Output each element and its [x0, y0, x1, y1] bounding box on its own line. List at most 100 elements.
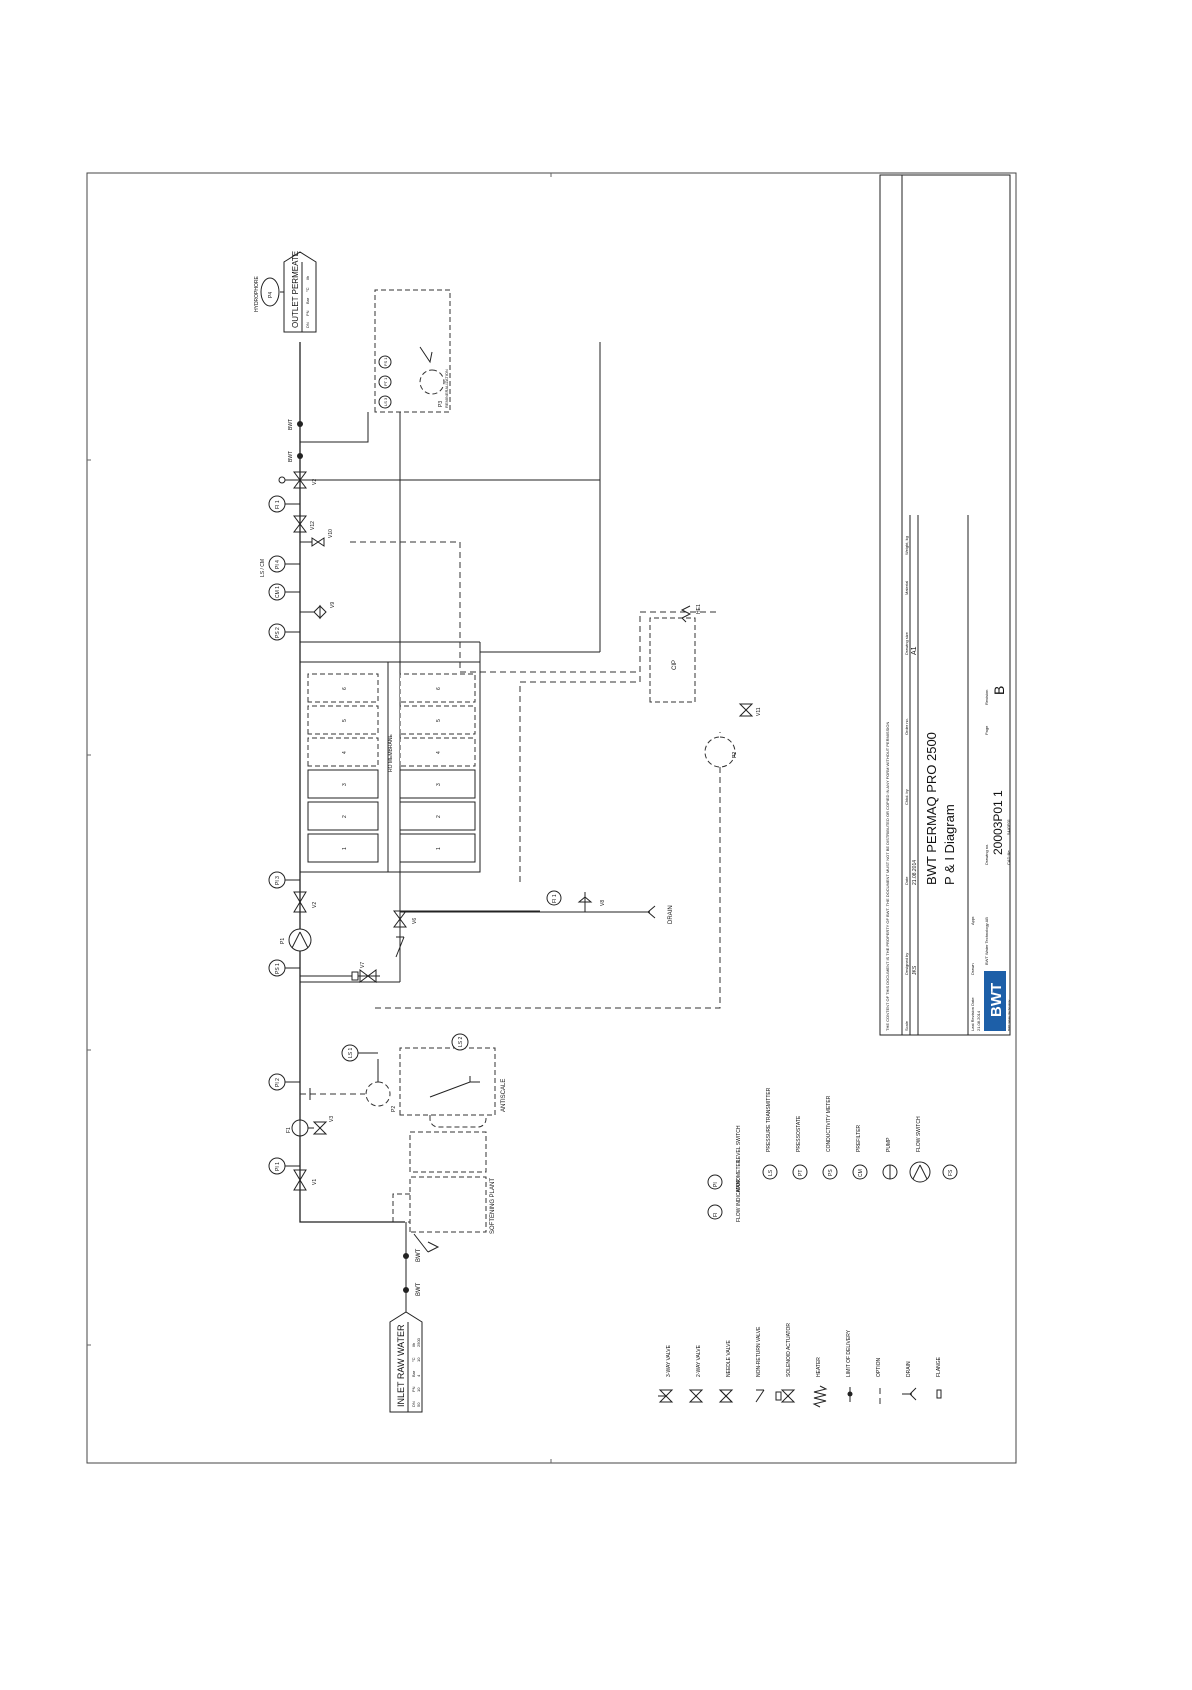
legend-label: DRAIN — [906, 1361, 912, 1377]
legend-label: PUMP — [886, 1137, 892, 1152]
membrane-number: 4 — [342, 751, 348, 754]
membrane-number: 3 — [342, 783, 348, 786]
table-header: Bar — [305, 297, 310, 304]
antiscale-label: ANTISCALE — [501, 1079, 507, 1112]
tb-label: Order no. — [904, 718, 909, 735]
bwt-label: BWT — [288, 419, 294, 430]
cip-label: CIP — [672, 660, 678, 670]
heater-icon — [812, 1385, 828, 1408]
tb-notice: THE CONTENT OF THIS DOCUMENT IS THE PROP… — [885, 722, 890, 1031]
legend-label: 2-WAY VALVE — [696, 1344, 702, 1377]
outlet-flag: OUTLET PERMEATE DN PN Bar °C l/h — [283, 251, 317, 333]
tb-label: Drawing size — [904, 631, 909, 655]
frame-ticks — [87, 173, 552, 1463]
tb-label: Page — [984, 725, 989, 735]
manometer-pi1: PI 1 — [268, 1157, 300, 1175]
cip-tank: CIP HE1 P2 V11 — [649, 604, 762, 768]
tb-tagline: BWT Water Technology — [1007, 999, 1011, 1031]
valve-label: V7 — [360, 962, 366, 968]
legend-label: PRESSURE TRANSMITTER — [766, 1087, 772, 1152]
table-header: l/h — [305, 276, 310, 280]
instrument-label: P2 — [391, 1106, 397, 1112]
row-upper: 1 2 3 4 5 6 — [307, 673, 379, 863]
dosage-label: REMINERALIZATION — [444, 369, 449, 408]
membrane-number: 5 — [342, 719, 348, 722]
valve-label: V11 — [756, 707, 762, 716]
table-cell: 50 — [416, 1402, 421, 1407]
table-cell: 2500 — [416, 1337, 421, 1347]
membrane-label: RO MEMBRANE — [388, 734, 394, 772]
tb-company: BWT Water Technology AB — [984, 917, 989, 965]
permeate-instruments: PS 2 V9 CM 1 LS / CM PI 4 V10 V12 FI 1 — [260, 471, 600, 641]
inlet-bwt-marker: BWT BWT — [403, 1222, 422, 1312]
membrane-number: 6 — [342, 687, 348, 690]
legend-label: OPTION — [876, 1357, 882, 1377]
table-cell: 10 — [416, 1357, 421, 1362]
tb-subtitle: P & I Diagram — [942, 804, 957, 885]
legend-code: PT — [798, 1170, 804, 1176]
two-way-valve-icon — [688, 1389, 704, 1403]
softening-label: SOFTENING PLANT — [490, 1178, 496, 1234]
bwt-label: BWT — [416, 1248, 422, 1262]
table-header: DN — [411, 1401, 416, 1407]
legend-label: FLOW SWITCH — [916, 1116, 922, 1152]
manometer-pi2: PI 2 — [268, 1073, 300, 1091]
flange-icon — [936, 1389, 942, 1399]
valve-label: V10 — [328, 529, 334, 538]
valve-label: V2 — [312, 479, 318, 485]
valve-v1: V1 — [293, 1169, 318, 1191]
instrument-label: PI 2 — [275, 1078, 281, 1087]
concentrate-line: V6 V8 FI 1 DRAIN — [300, 402, 674, 983]
legend-label: SOLENOID ACTUATOR — [786, 1323, 792, 1377]
brand-text: BWT — [988, 983, 1005, 1017]
legend-label: NEEDLE VALVE — [726, 1340, 732, 1377]
tb-value: A1 — [911, 646, 918, 655]
valve-throttle: V2 — [293, 891, 318, 913]
membrane-number: 4 — [436, 751, 442, 754]
valve-label: V9 — [330, 602, 336, 608]
instrument-label: P4 — [268, 292, 274, 298]
legend-code: FI — [713, 1213, 719, 1217]
table-header: °C — [411, 1357, 416, 1362]
pump-p1: P1 — [280, 928, 312, 952]
tb-value: 5440P01 — [1006, 818, 1011, 835]
legend-symbols: 3-WAY VALVE 2-WAY VALVE NEEDLE VALVE NON… — [658, 1087, 958, 1408]
lsfcd-label: LS / CM — [260, 559, 266, 577]
legend-label: PREFILTER — [856, 1124, 862, 1152]
instrument-label: LS 2 — [458, 1036, 464, 1047]
instrument-label: F1 — [286, 1127, 292, 1133]
tb-value: 21.08.2014 — [912, 860, 918, 885]
tb-label: Scale — [904, 1020, 909, 1031]
row-lower: 1 2 3 4 5 6 — [399, 673, 476, 863]
drain-icon — [902, 1387, 917, 1401]
legend-label: CONDUCTIVITY METER — [826, 1095, 832, 1152]
manometer-pi3: PI 3 — [268, 871, 300, 889]
valve-label: V2 — [312, 902, 318, 908]
conductivity-meter-icon: CM — [852, 1164, 868, 1180]
solenoid-actuator-icon — [775, 1389, 796, 1403]
tb-drawing-no: 20003P01 1 — [991, 790, 1005, 855]
table-header: PN — [411, 1386, 416, 1392]
process-drawing: INLET RAW WATER DN PN Bar °C l/h 50 10 4… — [254, 251, 958, 1413]
membrane-number: 1 — [342, 847, 348, 850]
tb-value: JKS — [912, 965, 918, 975]
drain-label: DRAIN — [668, 905, 674, 924]
valve-label: V1 — [312, 1179, 318, 1185]
valve-label: V3 — [329, 1116, 335, 1122]
tb-label: Drawing no. — [984, 844, 989, 865]
legend-label: FLOW INDICATOR — [736, 1179, 742, 1222]
permeate-bwt-marker: BWT BWT — [288, 419, 303, 462]
table-cell: 4 — [416, 1374, 421, 1377]
inlet-flag: INLET RAW WATER DN PN Bar °C l/h 50 10 4… — [389, 1311, 423, 1413]
legend-label: 3-WAY VALVE — [666, 1344, 672, 1377]
instrument-label: CM 1 — [275, 586, 281, 598]
instrument-label: FS 1 — [383, 357, 388, 366]
inlet-label: INLET RAW WATER — [396, 1324, 406, 1407]
legend-label: NON-RETURN VALVE — [756, 1326, 762, 1377]
cip-dashed-lines — [350, 541, 721, 1009]
legend-label: MANOMETER — [736, 1159, 742, 1192]
bwt-label: BWT — [416, 1282, 422, 1296]
pressure-transmitter-icon: PT — [792, 1164, 808, 1180]
tb-label: Designed by — [904, 953, 909, 975]
